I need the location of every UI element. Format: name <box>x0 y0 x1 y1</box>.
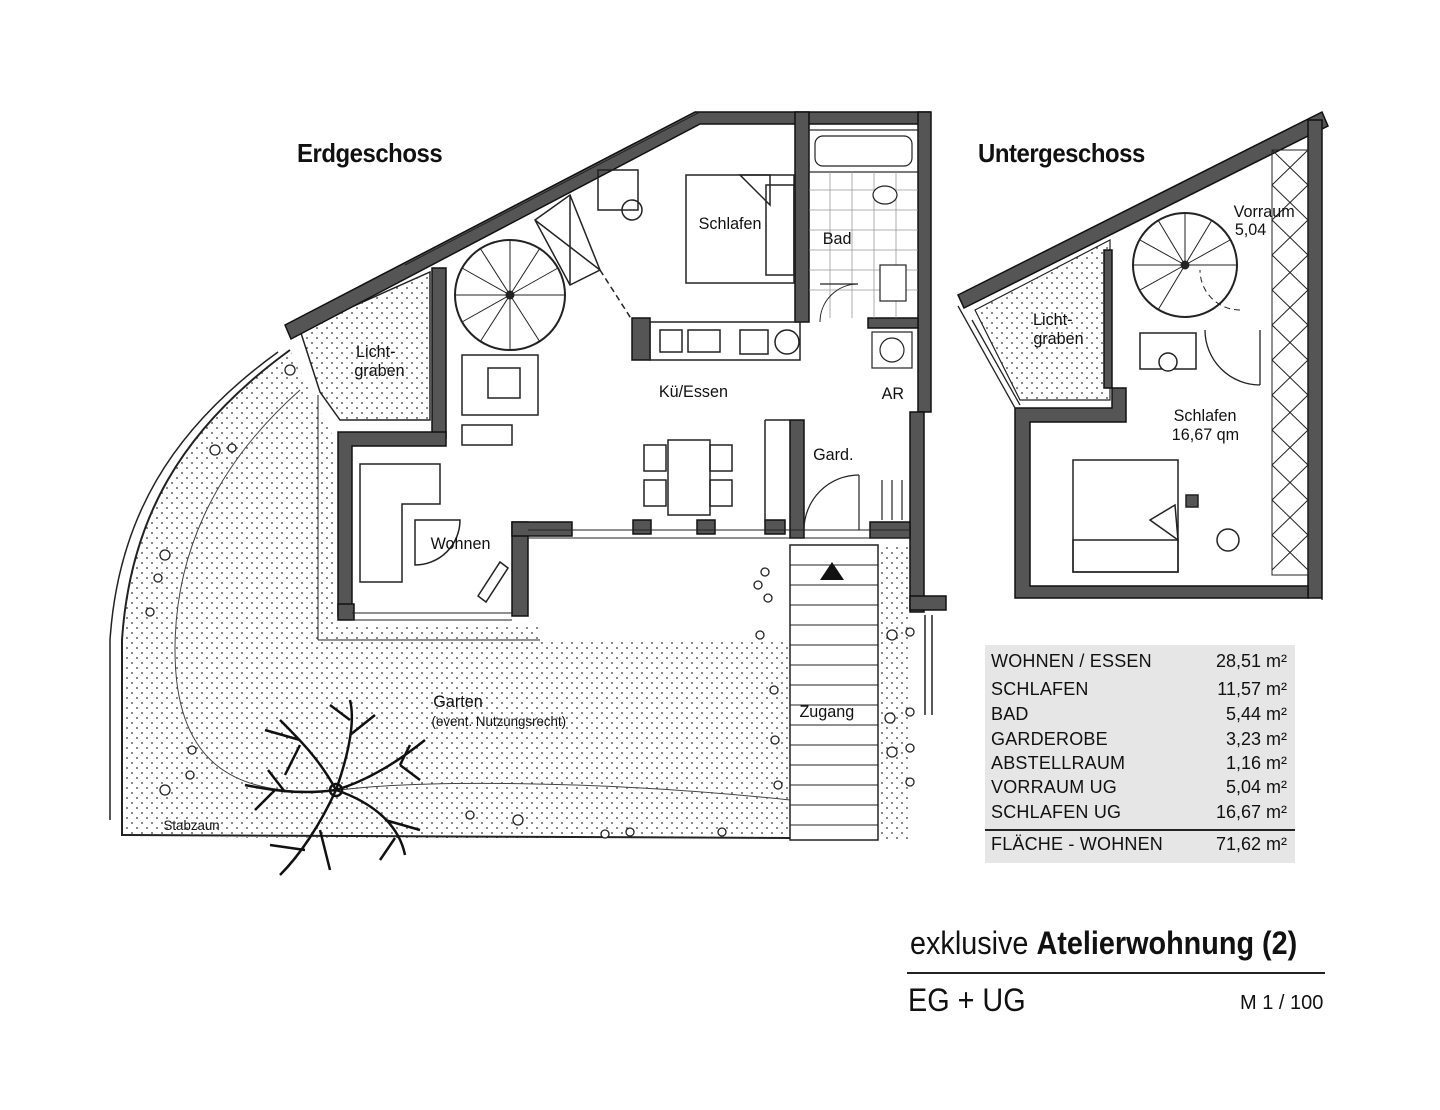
kitchen-counter <box>649 321 801 361</box>
area-label: BAD <box>991 704 1029 724</box>
plan-subtitle: EG + UG <box>908 982 1026 1018</box>
label-ug-lichtgraben-2: graben <box>1033 329 1084 348</box>
label-ug-schlafen: Schlafen <box>1173 406 1237 425</box>
plan-title: exklusive Atelierwohnung (2) <box>910 925 1297 962</box>
garden-area <box>109 349 791 839</box>
label-wohnen: Wohnen <box>430 534 491 553</box>
window-lines <box>317 111 910 641</box>
area-label: VORRAUM UG <box>991 777 1118 797</box>
label-vorraum-area: 5,04 <box>1234 220 1267 239</box>
spiral-stair-basement <box>1132 212 1261 386</box>
area-total-row: FLÄCHE - WOHNEN 71,62 m² <box>991 834 1287 856</box>
area-label: SCHLAFEN <box>991 679 1089 699</box>
area-row: SCHLAFEN 11,57 m² <box>991 679 1287 701</box>
label-garten-note: (event. Nutzungsrecht) <box>431 713 567 729</box>
area-label: SCHLAFEN UG <box>991 802 1122 822</box>
area-row: ABSTELLRAUM 1,16 m² <box>991 753 1287 775</box>
living-furniture <box>359 354 539 604</box>
zugang-stairs <box>789 544 933 841</box>
area-row: GARDEROBE 3,23 m² <box>991 729 1287 751</box>
area-row: VORRAUM UG 5,04 m² <box>991 777 1287 799</box>
area-value: 28,51 m² <box>1215 651 1287 671</box>
heading-untergeschoss: Untergeschoss <box>978 138 1145 168</box>
label-lichtgraben-1: Licht- <box>356 342 396 361</box>
area-table: WOHNEN / ESSEN 28,51 m² SCHLAFEN 11,57 m… <box>985 645 1295 863</box>
label-bad: Bad <box>822 229 852 248</box>
plan-scale: M 1 / 100 <box>1240 992 1324 1014</box>
heading-erdgeschoss: Erdgeschoss <box>297 138 443 168</box>
bedroom-ground-furniture <box>534 169 795 321</box>
lichtgraben-ground <box>299 270 431 421</box>
label-ug-lichtgraben-1: Licht- <box>1033 310 1073 329</box>
bathroom-fixtures <box>808 129 919 323</box>
area-value: 11,57 m² <box>1217 679 1287 699</box>
basement-walls <box>957 110 1329 599</box>
label-lichtgraben-2: graben <box>354 361 405 380</box>
label-kuche-essen: Kü/Essen <box>658 382 728 401</box>
area-row: SCHLAFEN UG 16,67 m² <box>991 802 1287 824</box>
ground-floor-walls <box>284 111 947 621</box>
area-value: 1,16 m² <box>1225 753 1287 773</box>
dining-table <box>643 419 790 522</box>
plan-title-name: Atelierwohnung (2) <box>1036 925 1298 961</box>
garden-pebbles <box>145 364 915 839</box>
area-value: 5,44 m² <box>1225 704 1287 724</box>
label-gard: Gard. <box>813 445 854 464</box>
plan-title-prefix: exklusive <box>910 925 1029 961</box>
area-total-label: FLÄCHE - WOHNEN <box>991 834 1164 854</box>
basement-lichtgraben <box>974 239 1111 401</box>
area-value: 3,23 m² <box>1225 729 1287 749</box>
label-zugang: Zugang <box>799 702 855 721</box>
area-label: ABSTELLRAUM <box>991 753 1126 773</box>
area-label: GARDEROBE <box>991 729 1108 749</box>
basement-cross-braces <box>1271 149 1309 576</box>
area-row: BAD 5,44 m² <box>991 704 1287 726</box>
area-row: WOHNEN / ESSEN 28,51 m² <box>991 651 1287 673</box>
label-schlafen: Schlafen <box>698 214 762 233</box>
basement-bedroom-furniture <box>1072 332 1240 573</box>
label-stabzaun: Stabzaun <box>163 817 220 833</box>
label-vorraum: Vorraum <box>1233 202 1295 221</box>
area-value: 5,04 m² <box>1225 777 1287 797</box>
label-ug-schlafen-area: 16,67 qm <box>1171 425 1240 444</box>
storage-wardrobe <box>803 331 913 531</box>
title-divider <box>907 972 1325 974</box>
area-total-value: 71,62 m² <box>1215 834 1287 854</box>
area-value: 16,67 m² <box>1215 802 1287 822</box>
label-garten: Garten <box>433 692 483 711</box>
area-label: WOHNEN / ESSEN <box>991 651 1152 671</box>
tree-symbol <box>244 699 426 876</box>
basement-outer-lines <box>957 305 1323 600</box>
area-table-divider <box>985 829 1295 831</box>
spiral-stair-ground <box>454 239 566 351</box>
label-ar: AR <box>881 384 905 403</box>
